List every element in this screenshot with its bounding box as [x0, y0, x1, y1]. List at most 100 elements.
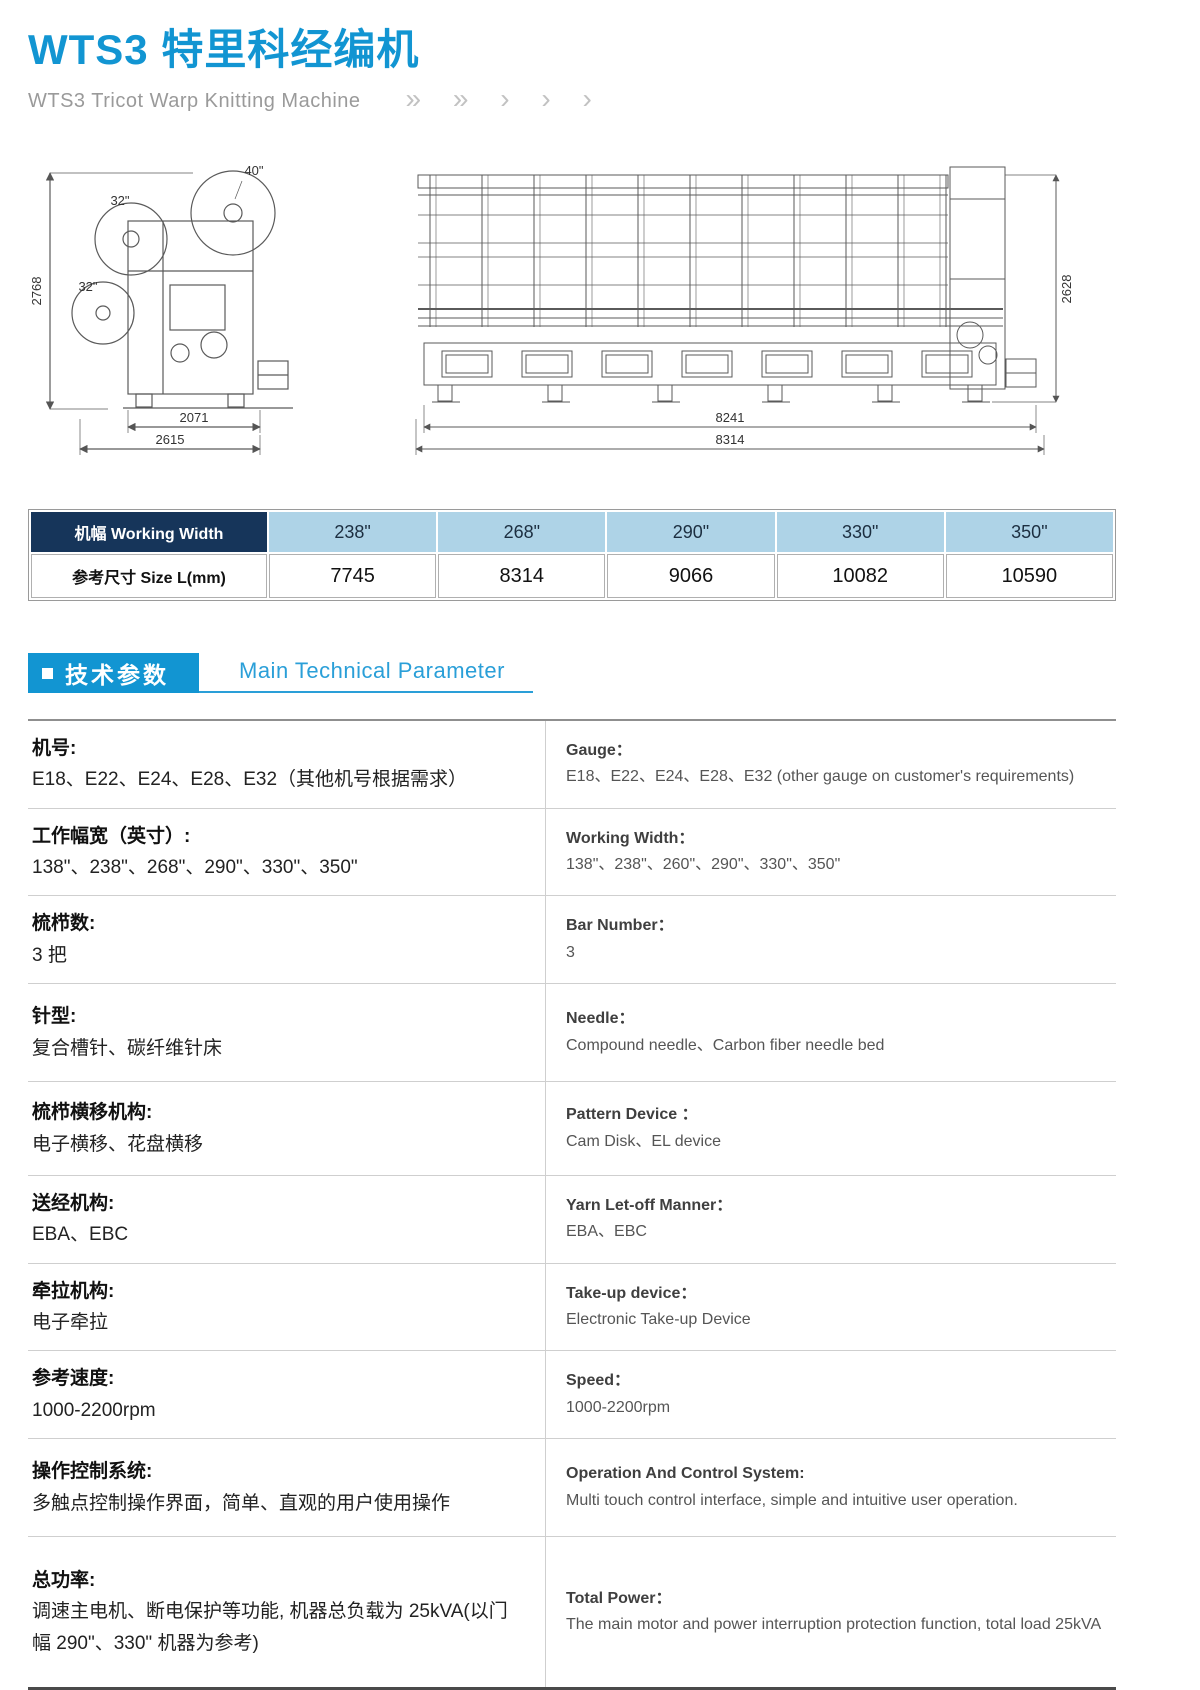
- spec-cn-label: 操作控制系统:: [32, 1461, 153, 1483]
- spec-cn-label: 参考速度:: [32, 1368, 115, 1390]
- size-value-cell: 7745: [269, 554, 437, 598]
- spec-en-value: The main motor and power interruption pr…: [566, 1616, 1102, 1634]
- dim-label-8241: 8241: [716, 410, 745, 425]
- spec-en-value: E18、E22、E24、E28、E32 (other gauge on cust…: [566, 768, 1075, 786]
- section-title-underline: Main Technical Parameter: [199, 658, 533, 693]
- dim-label-2615: 2615: [156, 432, 185, 447]
- spec-cn-value: 多触点控制操作界面，简单、直观的用户使用操作: [32, 1492, 451, 1514]
- section-badge: 技术参数: [28, 653, 199, 693]
- spec-cn-value: 138"、238"、268"、290"、330"、350": [32, 857, 358, 879]
- spec-cn-cell: 工作幅宽（英寸）: 138"、238"、268"、290"、330"、350": [28, 809, 545, 896]
- page-subtitle: WTS3 Tricot Warp Knitting Machine: [28, 89, 361, 112]
- width-header-cell: 350": [945, 512, 1113, 552]
- spec-en-label: Needle：: [566, 1010, 635, 1028]
- spec-en-label: Working Width：: [566, 829, 695, 847]
- page-title: WTS3 特里科经编机: [28, 26, 420, 73]
- spec-cn-cell: 操作控制系统: 多触点控制操作界面，简单、直观的用户使用操作: [28, 1439, 545, 1536]
- machine-side-view-drawing: 2768 40" 32" 32" 2071 2615: [29, 163, 293, 455]
- spec-en-label: Speed：: [566, 1372, 631, 1390]
- square-bullet-icon: [42, 667, 53, 679]
- spec-en-value: 3: [566, 943, 575, 961]
- machine-drawings: 2768 40" 32" 32" 2071 2615: [28, 159, 1116, 459]
- spec-en-label: Pattern Device ：: [566, 1106, 698, 1124]
- spec-en-value: Compound needle、Carbon fiber needle bed: [566, 1036, 885, 1054]
- spec-en-label: Total Power：: [566, 1589, 672, 1607]
- spec-en-cell: Gauge： E18、E22、E24、E28、E32 (other gauge …: [545, 721, 1116, 808]
- spec-cn-cell: 机号: E18、E22、E24、E28、E32（其他机号根据需求）: [28, 721, 545, 808]
- spec-cn-value: 1000-2200rpm: [32, 1399, 156, 1421]
- machine-front-view-drawing: 2628 8241 8314: [415, 166, 1074, 455]
- spec-en-value: EBA、EBC: [566, 1223, 647, 1241]
- spec-cn-cell: 牵拉机构: 电子牵拉: [28, 1264, 545, 1351]
- spec-cn-label: 工作幅宽（英寸）:: [32, 825, 191, 847]
- spec-cn-label: 总功率:: [32, 1570, 96, 1592]
- spec-cn-label: 送经机构:: [32, 1193, 115, 1215]
- spec-cn-value: 复合槽针、碳纤维针床: [32, 1037, 223, 1059]
- width-header-cell: 238": [269, 512, 437, 552]
- spec-row-pattern-device: 梳栉横移机构: 电子横移、花盘横移 Pattern Device ： Cam D…: [28, 1082, 1116, 1177]
- size-value-cell: 8314: [438, 554, 606, 598]
- section-title: Main Technical Parameter: [239, 658, 505, 683]
- spec-en-cell: Yarn Let-off Manner： EBA、EBC: [545, 1176, 1116, 1263]
- section-header: 技术参数 Main Technical Parameter: [28, 653, 1116, 693]
- spec-en-cell: Bar Number： 3: [545, 896, 1116, 984]
- spec-row-speed: 参考速度: 1000-2200rpm Speed： 1000-2200rpm: [28, 1351, 1116, 1440]
- spec-cn-value: E18、E22、E24、E28、E32（其他机号根据需求）: [32, 769, 468, 791]
- size-value-cell: 9066: [607, 554, 775, 598]
- spec-en-cell: Working Width： 138"、238"、260"、290"、330"、…: [545, 808, 1116, 896]
- spec-en-value: Cam Disk、EL device: [566, 1132, 722, 1150]
- page-subtitle-row: WTS3 Tricot Warp Knitting Machine » » › …: [28, 85, 1116, 117]
- page: WTS3 特里科经编机 WTS3 Tricot Warp Knitting Ma…: [28, 0, 1116, 1690]
- spec-en-cell: Take-up device： Electronic Take-up Devic…: [545, 1263, 1116, 1351]
- spec-table: 机号: E18、E22、E24、E28、E32（其他机号根据需求） Gauge：…: [28, 719, 1116, 1690]
- spec-cn-cell: 针型: 复合槽针、碳纤维针床: [28, 984, 545, 1081]
- spec-row-bar-number: 梳栉数: 3 把 Bar Number： 3: [28, 896, 1116, 985]
- spec-row-working-width: 工作幅宽（英寸）: 138"、238"、268"、290"、330"、350" …: [28, 808, 1116, 897]
- spec-en-value: 138"、238"、260"、290"、330"、350": [566, 856, 841, 874]
- beam-label-32-lower: 32": [78, 279, 97, 294]
- spec-row-control-system: 操作控制系统: 多触点控制操作界面，简单、直观的用户使用操作 Operation…: [28, 1439, 1116, 1538]
- spec-cn-cell: 梳栉横移机构: 电子横移、花盘横移: [28, 1082, 545, 1175]
- spec-en-value: Electronic Take-up Device: [566, 1311, 751, 1329]
- beam-label-40: 40": [244, 163, 263, 178]
- width-header-cell: 290": [607, 512, 775, 552]
- spec-row-total-power: 总功率: 调速主电机、断电保护等功能, 机器总负载为 25kVA(以门幅 290…: [28, 1537, 1116, 1688]
- spec-cn-label: 牵拉机构:: [32, 1280, 115, 1302]
- dim-label-height-right: 2628: [1059, 275, 1074, 304]
- spec-en-value: 1000-2200rpm: [566, 1398, 671, 1416]
- dim-label-2071: 2071: [180, 410, 209, 425]
- width-table-header-label: 机幅 Working Width: [31, 512, 267, 552]
- section-badge-label: 技术参数: [65, 662, 169, 688]
- spec-row-yarn-letoff: 送经机构: EBA、EBC Yarn Let-off Manner： EBA、E…: [28, 1176, 1116, 1264]
- spec-cn-value: 电子牵拉: [32, 1312, 109, 1334]
- spec-en-label: Gauge：: [566, 741, 632, 759]
- spec-cn-value: 调速主电机、断电保护等功能, 机器总负载为 25kVA(以门幅 290"、330…: [32, 1601, 508, 1654]
- spec-en-value: Multi touch control interface, simple an…: [566, 1491, 1018, 1509]
- spec-en-label: Yarn Let-off Manner：: [566, 1197, 733, 1215]
- spec-en-cell: Pattern Device ： Cam Disk、EL device: [545, 1082, 1116, 1176]
- width-header-cell: 268": [438, 512, 606, 552]
- size-value-cell: 10590: [945, 554, 1113, 598]
- spec-cn-value: EBA、EBC: [32, 1224, 129, 1246]
- spec-en-label: Take-up device：: [566, 1284, 697, 1302]
- spec-en-cell: Operation And Control System: Multi touc…: [545, 1439, 1116, 1537]
- size-value-cell: 10082: [776, 554, 944, 598]
- spec-en-cell: Needle： Compound needle、Carbon fiber nee…: [545, 984, 1116, 1082]
- dim-label-8314: 8314: [716, 432, 745, 447]
- spec-row-needle: 针型: 复合槽针、碳纤维针床 Needle： Compound needle、C…: [28, 984, 1116, 1083]
- spec-cn-label: 针型:: [32, 1006, 77, 1028]
- chevron-decoration-icons: » » › › ›: [405, 83, 604, 114]
- spec-cn-cell: 参考速度: 1000-2200rpm: [28, 1351, 545, 1438]
- spec-en-label: Bar Number：: [566, 917, 674, 935]
- working-width-table: 机幅 Working Width 238" 268" 290" 330" 350…: [28, 509, 1116, 601]
- spec-cn-cell: 总功率: 调速主电机、断电保护等功能, 机器总负载为 25kVA(以门幅 290…: [28, 1537, 545, 1687]
- spec-cn-value: 电子横移、花盘横移: [32, 1133, 204, 1155]
- spec-row-takeup-device: 牵拉机构: 电子牵拉 Take-up device： Electronic Ta…: [28, 1263, 1116, 1352]
- width-table-row-label: 参考尺寸 Size L(mm): [31, 554, 267, 598]
- spec-en-cell: Speed： 1000-2200rpm: [545, 1351, 1116, 1439]
- spec-cn-label: 机号:: [32, 738, 77, 759]
- spec-cn-value: 3 把: [32, 944, 67, 966]
- spec-cn-label: 梳栉数:: [32, 913, 96, 935]
- beam-label-32-upper: 32": [110, 193, 129, 208]
- spec-cn-cell: 送经机构: EBA、EBC: [28, 1176, 545, 1263]
